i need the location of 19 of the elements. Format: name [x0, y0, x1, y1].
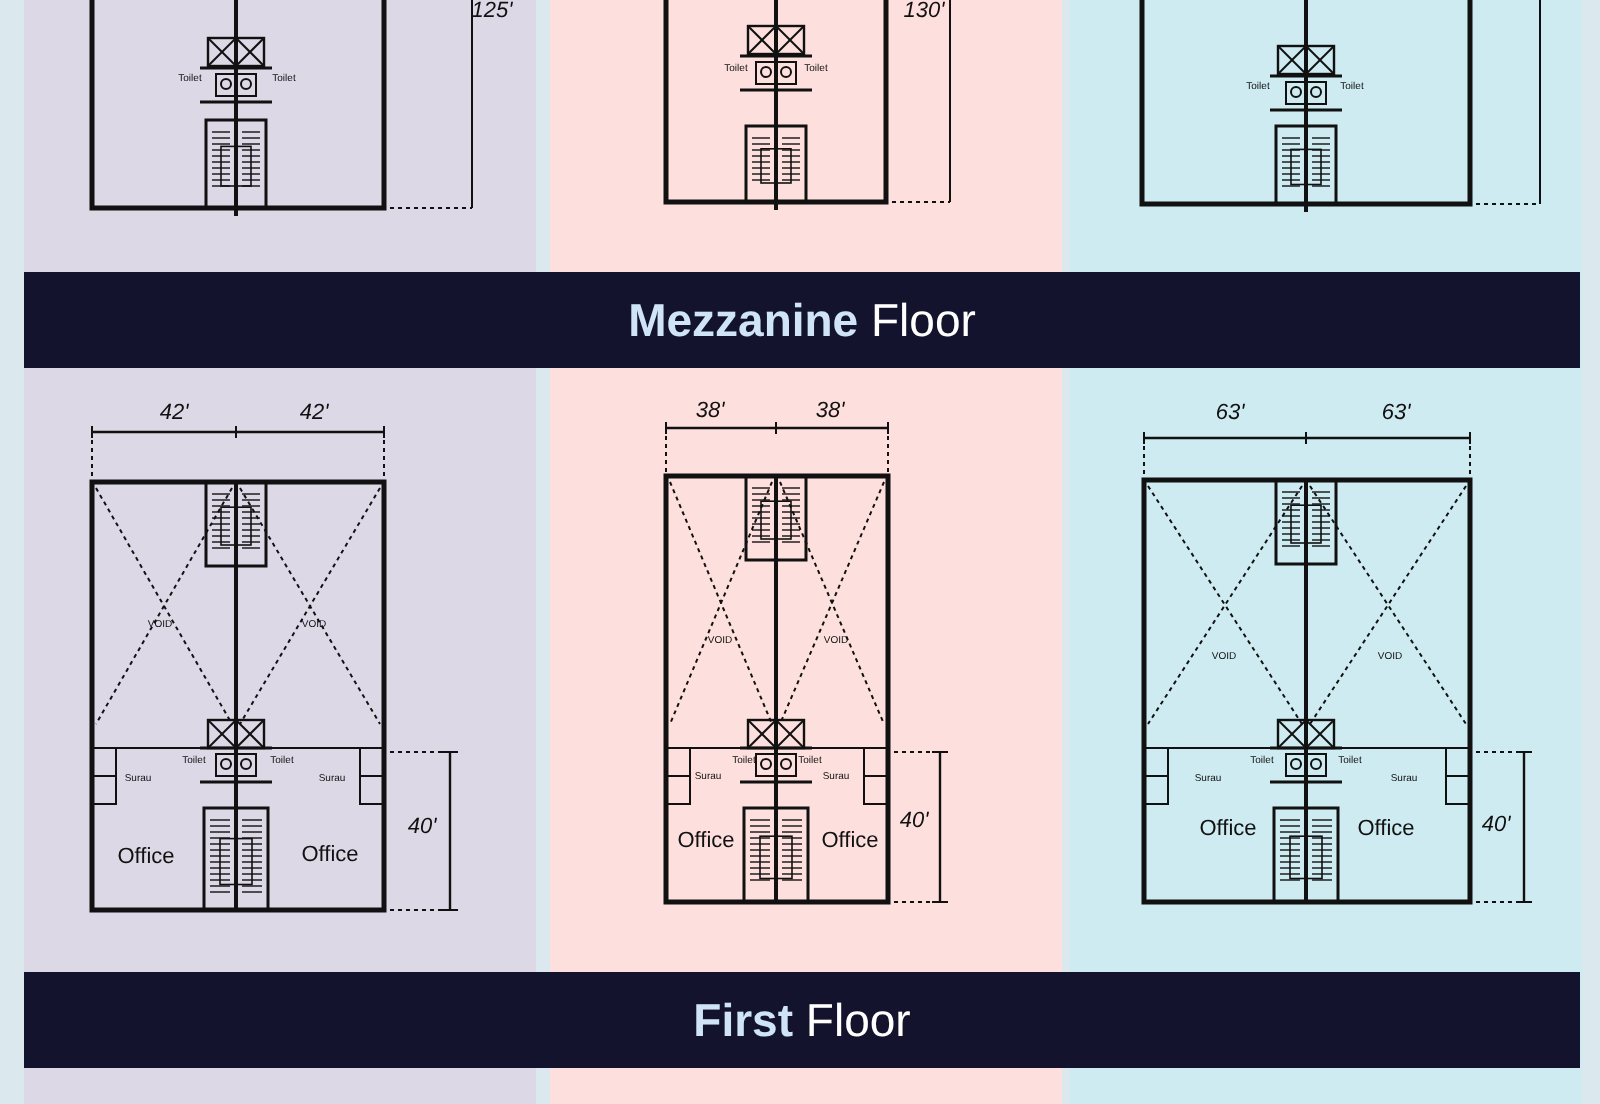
dimension-label: 38': [815, 401, 845, 423]
room-label: Office: [821, 831, 879, 853]
section-heading: First Floor: [693, 993, 911, 1047]
section-heading: Mezzanine Floor: [628, 293, 976, 347]
dimension-label: 63': [1215, 403, 1245, 425]
dimension-label: 38': [695, 401, 725, 423]
room-label: Office: [117, 847, 175, 869]
dimension-label: 42': [159, 403, 189, 425]
dimension-label: 40': [899, 811, 929, 833]
room-label: Office: [301, 845, 359, 867]
room-label: Office: [1357, 819, 1415, 841]
dimension-label: 130': [903, 1, 945, 23]
dimension-label: 40': [407, 817, 437, 839]
dimension-label: 40': [1481, 815, 1511, 837]
dimension-label: 42': [299, 403, 329, 425]
room-label: Office: [1199, 819, 1257, 841]
room-label: Office: [677, 831, 735, 853]
dimension-label: 125': [471, 1, 513, 23]
dimension-label: 63': [1381, 403, 1411, 425]
